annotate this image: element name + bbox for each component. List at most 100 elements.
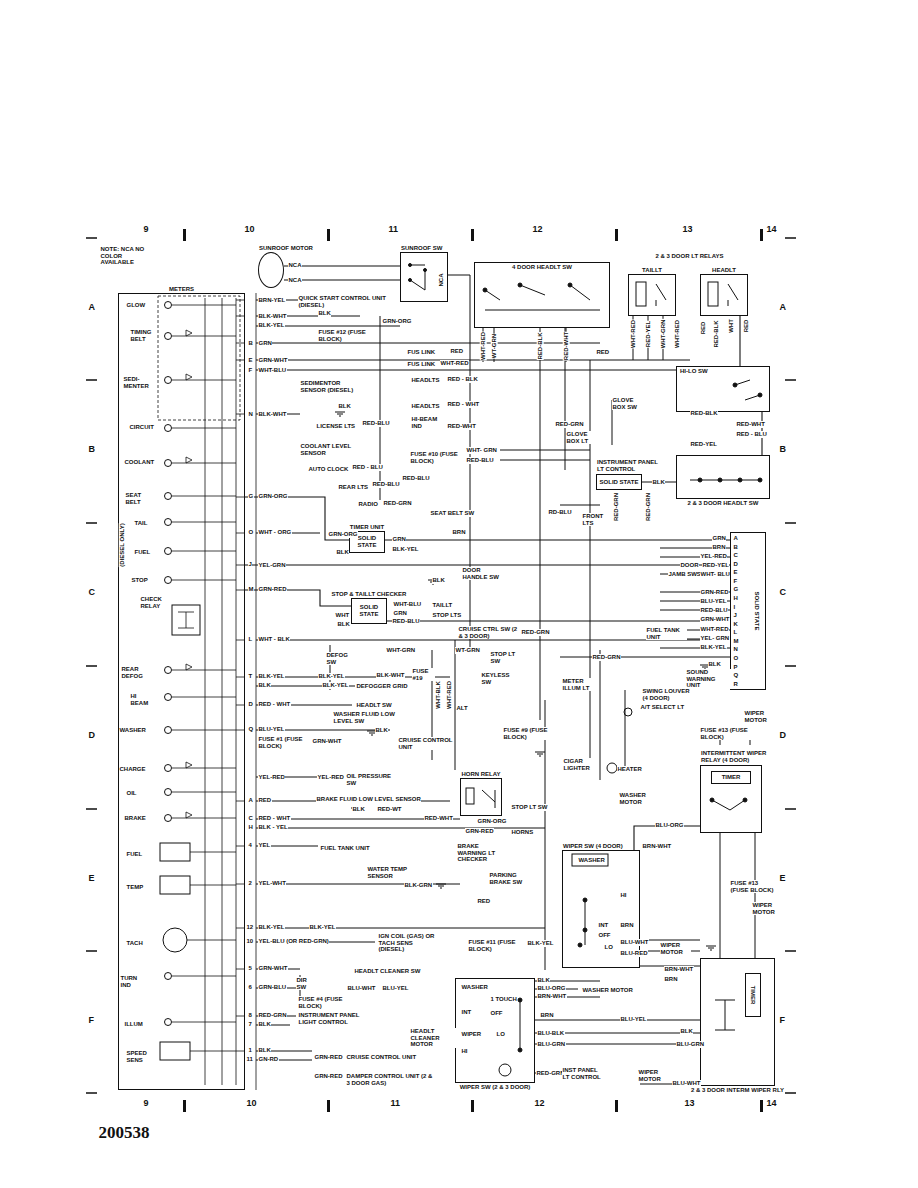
note-text: NOTE: NCA NO COLOR AVAILABLE [100,246,145,266]
wire-label: OFF [490,1010,503,1017]
wire-label: GRN [258,340,272,347]
pin-label: 10 [246,938,254,945]
pin-label: C [733,552,738,559]
wire-drawing [165,667,172,674]
wire-label: KEYLESS SW [481,672,510,685]
wire-label: WIPER [461,1031,482,1038]
wire-label: RED-WHT [424,815,453,822]
wire-label: BLK [338,403,351,410]
wire-drawing [165,377,172,384]
wire-drawing [409,279,412,282]
motor-symbol: SUNROOF MOTOR [258,252,284,288]
wire-label: SEDI- MENTER [123,376,150,389]
component-name: HORN RELAY [461,771,500,778]
pin-label: M [248,586,254,593]
pin-label: G [248,493,254,500]
wire-label: NCA [438,273,445,287]
wire-label: BRN-WHT [642,843,672,850]
wire-label: TIMING BELT [130,329,155,342]
wire-label: 2 & 3 DOOR LT RELAYS [655,253,724,260]
wire-label: RED [743,319,750,333]
wire-label: WASHER [461,984,488,991]
wire-label: FUS LINK [407,349,436,356]
wire-drawing [698,478,702,482]
pin-label: E [248,357,253,364]
wire-drawing [583,928,587,932]
wire-label: RED-WHT [736,421,765,428]
wire-label: HI-BEAM IND [411,416,440,429]
wire-drawing [615,1100,618,1112]
wire-label: WHT-GRN [386,647,416,654]
wire-color-label: NCA [288,277,302,284]
wire-label: BLU-YEL [258,726,285,733]
component-note: SOLID STATE [352,603,386,619]
wire-drawing [733,383,737,387]
wire-label: COOLANT LEVEL SENSOR [300,443,356,456]
wire-label: RED-GRN [521,629,550,636]
wire-drawing [500,450,730,657]
wire-label: GRN-RED [700,589,729,596]
wire-label: WHT- BLU [700,571,730,578]
wire-label: TAILLT [432,602,453,609]
wire-label: YEL-BLU (OR RED-GRN) [258,938,329,945]
wire-label: SWING LOUVER (4 DOOR) [642,688,695,701]
wire-drawing [708,282,718,306]
wire-label: GRN-ORG [382,318,412,325]
wire-label: GRN-RED [314,1054,343,1061]
wire-label: RED-GRN [258,1012,287,1019]
wire-drawing [165,302,172,309]
relay-box: TIMERINTERMITTENT WIPER RELAY (4 DOOR) [700,765,762,833]
wire-label: BRAKE FLUID LOW LEVEL SENSOR [316,796,421,803]
wire-label: BRN [452,529,466,536]
wire-label: WHT-BLK [435,681,442,710]
pin-label: K [733,621,738,628]
wire-label: ILLUM [124,1021,143,1028]
wire-label: SPEED SENS [126,1050,151,1063]
grid-reference: 9 [143,1099,149,1109]
grid-reference: F [779,1016,786,1026]
wire-label: LICENSE LTS [316,423,356,430]
wire-label: GLOVE BOX SW [612,397,643,410]
pin-label: I [733,604,736,611]
pin-label: Q [733,672,739,679]
wire-label: GN-RD [258,1056,279,1063]
component-name: HI-LO SW [677,367,769,376]
wire-label: FUSE #10 (FUSE BLOCK) [410,451,461,464]
wire-label: YEL-RED [700,553,727,560]
control-unit: STOP & TAILLT CHECKERSOLID STATE [351,598,387,624]
component-name: TIMER [750,986,757,1005]
wire-label: BLU-GRN [676,1041,705,1048]
component-name: STOP & TAILLT CHECKER [332,591,407,598]
grid-reference: F [88,1016,95,1026]
wire-label: YEL [258,842,271,849]
wire-label: DAMPER CONTROL UNIT (2 & 3 DOOR GAS) [346,1073,437,1086]
wire-label: RED [700,321,707,335]
wire-drawing [572,854,608,866]
pin-label: F [733,578,738,585]
pin-label: 12 [246,924,254,931]
wire-label: (DIESEL ONLY) [119,523,126,567]
wire-label: FUEL TANK UNIT [320,845,370,852]
pin-label: F [248,367,253,374]
pin-label: N [248,411,253,418]
wire-drawing [165,425,172,432]
grid-reference: 11 [388,225,399,235]
component-name: HEADLT [712,267,736,274]
wire-label: LO [604,944,613,951]
pin-label: R [733,681,738,688]
wire-label: QUICK START CONTROL UNIT (DIESEL) [298,295,387,308]
wire-label: WHT-BLU [258,367,287,374]
wire-label: BRN-WHT [537,993,567,1000]
wire-label: SEAT BELT [125,492,148,505]
wire-label: SOUND WARNING UNIT [686,669,731,689]
figure-number: 200538 [98,1124,150,1143]
grid-reference: 14 [766,1099,777,1109]
wire-drawing [160,1042,190,1060]
wire-color-label: YEL-GRN [258,562,286,569]
wire-label: HI [461,1048,468,1055]
wire-drawing [656,284,666,306]
wire-drawing [187,852,236,1051]
grid-reference: 12 [534,1099,545,1109]
wire-drawing [183,229,763,1112]
grid-reference: 12 [532,225,543,235]
